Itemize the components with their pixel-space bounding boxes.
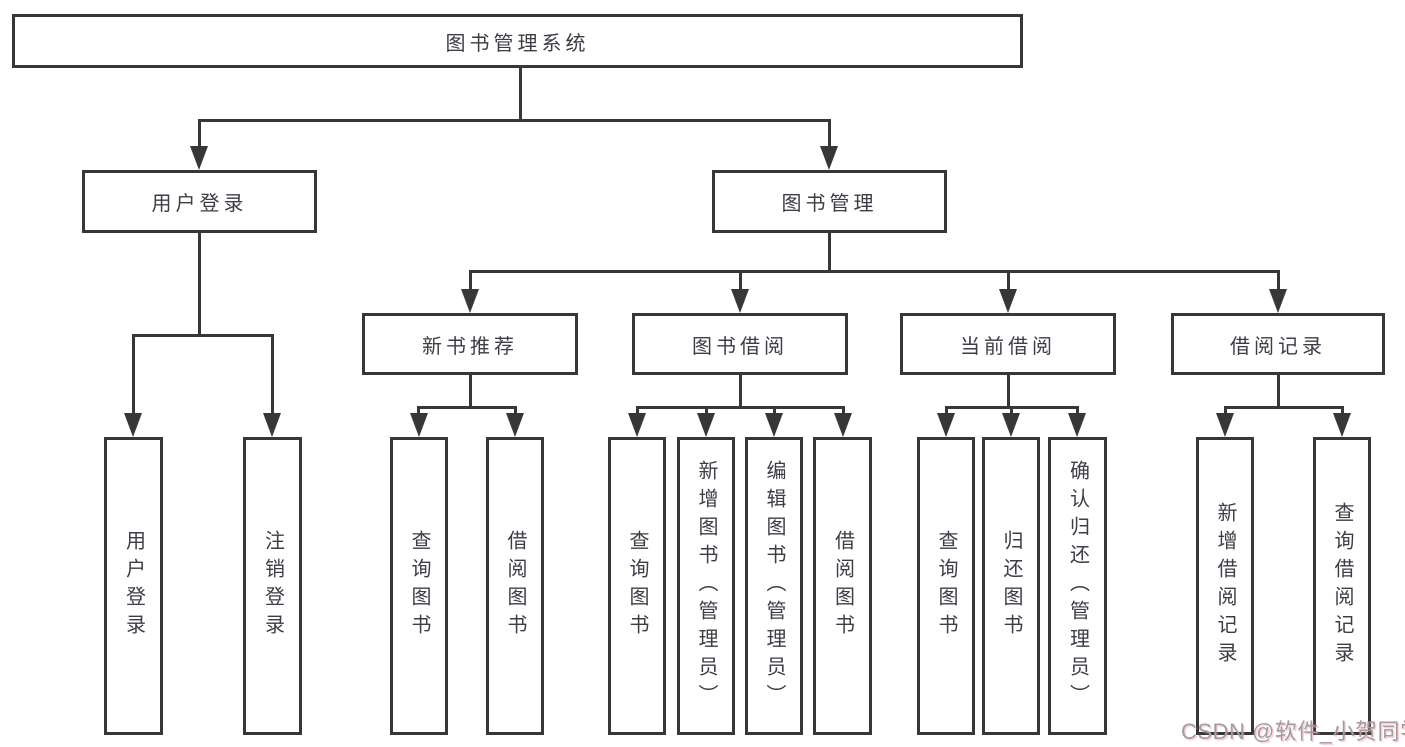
leaf-query-books-borrow: 查询图书	[608, 437, 666, 735]
leaf-add-borrow-record-label: 新增借阅记录	[1214, 502, 1236, 670]
leaf-user-login: 用户登录	[104, 437, 163, 735]
connector-line	[705, 406, 708, 415]
connector-line	[514, 406, 517, 415]
arrow-down-icon	[190, 146, 208, 170]
leaf-borrow-books-recommend-label: 借阅图书	[504, 530, 526, 642]
leaf-query-borrow-record: 查询借阅记录	[1313, 437, 1371, 735]
arrow-down-icon	[1269, 289, 1287, 313]
leaf-query-books-borrow-label: 查询图书	[626, 530, 648, 642]
leaf-add-borrow-record: 新增借阅记录	[1196, 437, 1254, 735]
arrow-down-icon	[1002, 413, 1020, 437]
leaf-confirm-return-admin-label: 确认归还（管理员）	[1066, 460, 1089, 712]
arrow-down-icon	[834, 413, 852, 437]
connector-line	[417, 406, 516, 409]
node-user-login: 用户登录	[82, 170, 317, 233]
arrow-down-icon	[765, 413, 783, 437]
node-new-book-recommend: 新书推荐	[362, 313, 578, 375]
leaf-query-books-recommend-label: 查询图书	[408, 530, 430, 642]
node-user-login-label: 用户登录	[151, 193, 248, 215]
arrow-down-icon	[1068, 413, 1086, 437]
connector-line	[1277, 270, 1280, 291]
leaf-edit-book-admin: 编辑图书（管理员）	[745, 437, 803, 735]
leaf-confirm-return-admin: 确认归还（管理员）	[1048, 437, 1107, 735]
node-root-label: 图书管理系统	[445, 32, 590, 55]
leaf-borrow-books: 借阅图书	[813, 437, 872, 735]
connector-line	[739, 375, 742, 408]
arrow-down-icon	[820, 146, 838, 170]
connector-line	[739, 270, 742, 291]
connector-line	[636, 406, 844, 409]
connector-line	[828, 119, 831, 148]
arrow-down-icon	[628, 413, 646, 437]
connector-line	[1007, 270, 1010, 291]
leaf-borrow-books-label: 借阅图书	[831, 530, 854, 642]
node-book-borrow: 图书借阅	[632, 313, 848, 375]
arrow-down-icon	[506, 413, 524, 437]
connector-line	[1224, 406, 1227, 415]
node-book-management: 图书管理	[712, 170, 947, 233]
arrow-down-icon	[1333, 413, 1351, 437]
leaf-add-book-admin: 新增图书（管理员）	[677, 437, 735, 735]
arrow-down-icon	[937, 413, 955, 437]
connector-line	[636, 406, 639, 415]
connector-line	[132, 334, 135, 415]
arrow-down-icon	[263, 413, 281, 437]
watermark: CSDN @软件_小贺同学	[1181, 719, 1405, 744]
node-new-book-recommend-label: 新书推荐	[422, 335, 518, 358]
leaf-return-book: 归还图书	[982, 437, 1040, 735]
node-borrow-records: 借阅记录	[1171, 313, 1385, 375]
node-current-borrow: 当前借阅	[900, 313, 1116, 375]
arrow-down-icon	[124, 413, 142, 437]
leaf-edit-book-admin-label: 编辑图书（管理员）	[763, 460, 785, 712]
arrow-down-icon	[461, 289, 479, 313]
arrow-down-icon	[697, 413, 715, 437]
leaf-logout-label: 注销登录	[261, 530, 284, 642]
connector-line	[198, 119, 831, 122]
connector-line	[469, 375, 472, 408]
connector-line	[469, 270, 472, 291]
leaf-return-book-label: 归还图书	[1000, 530, 1022, 642]
arrow-down-icon	[410, 413, 428, 437]
connector-line	[1341, 406, 1344, 415]
node-current-borrow-label: 当前借阅	[960, 335, 1056, 358]
connector-line	[1224, 406, 1343, 409]
leaf-query-books-recommend: 查询图书	[390, 437, 448, 735]
connector-line	[271, 334, 274, 415]
node-book-borrow-label: 图书借阅	[692, 335, 788, 358]
connector-line	[469, 270, 1279, 273]
node-borrow-records-label: 借阅记录	[1230, 335, 1326, 358]
leaf-query-books-current: 查询图书	[917, 437, 975, 735]
connector-line	[945, 406, 948, 415]
leaf-borrow-books-recommend: 借阅图书	[486, 437, 544, 735]
arrow-down-icon	[999, 289, 1017, 313]
connector-line	[519, 68, 522, 121]
connector-line	[198, 233, 201, 336]
arrow-down-icon	[1216, 413, 1234, 437]
connector-line	[417, 406, 420, 415]
leaf-logout: 注销登录	[243, 437, 302, 735]
connector-line	[1010, 406, 1013, 415]
connector-line	[828, 233, 831, 272]
connector-line	[1277, 375, 1280, 408]
node-root: 图书管理系统	[12, 14, 1023, 68]
connector-line	[198, 119, 201, 148]
node-book-management-label: 图书管理	[781, 193, 878, 215]
connector-line	[842, 406, 845, 415]
connector-line	[773, 406, 776, 415]
leaf-user-login-label: 用户登录	[122, 530, 145, 642]
leaf-query-books-current-label: 查询图书	[935, 530, 957, 642]
leaf-add-book-admin-label: 新增图书（管理员）	[695, 460, 717, 712]
connector-line	[1076, 406, 1079, 415]
leaf-query-borrow-record-label: 查询借阅记录	[1331, 502, 1353, 670]
connector-line	[132, 334, 273, 337]
arrow-down-icon	[731, 289, 749, 313]
connector-line	[1007, 375, 1010, 408]
